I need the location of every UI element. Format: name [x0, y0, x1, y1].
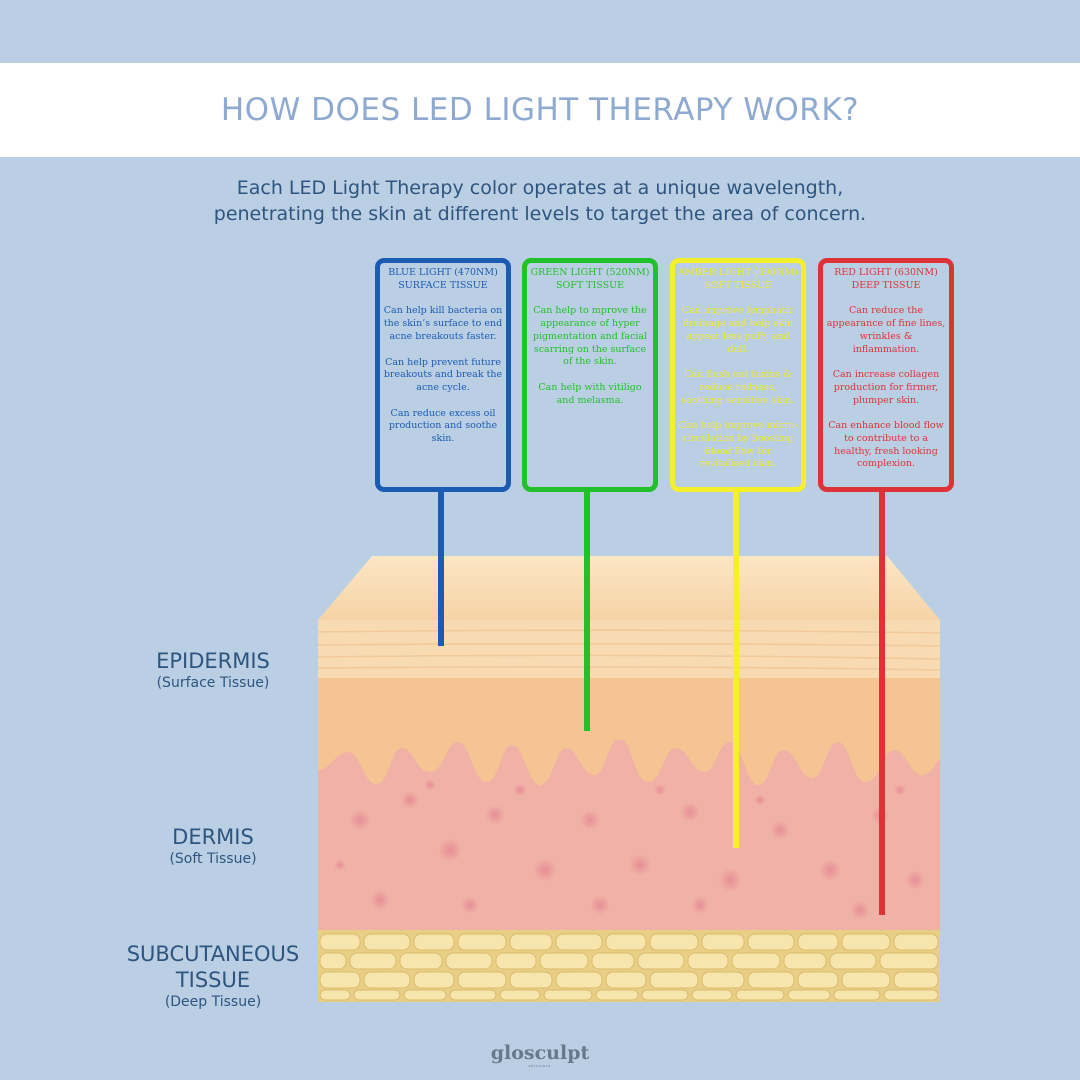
- brand-logo: glosculpt: [490, 1042, 590, 1064]
- subcutaneous-note: (Deep Tissue): [164, 994, 262, 1010]
- card-title: RED LIGHT (630NM): [834, 267, 938, 278]
- skin-top-surface: [318, 556, 940, 620]
- red-light-card: RED LIGHT (630NM) DEEP TISSUE Can reduce…: [818, 258, 954, 492]
- red-connector-line: [879, 488, 885, 915]
- intro-line-2: penetrating the skin at different levels…: [213, 203, 867, 225]
- dermal-junction: [318, 738, 940, 785]
- card-benefit: Can help to mprove the appearance of hyp…: [532, 305, 648, 368]
- epidermis-note: (Surface Tissue): [156, 675, 270, 691]
- subcutaneous-name-line-2: TISSUE: [175, 968, 251, 992]
- blue-connector-line: [438, 488, 444, 646]
- card-benefit: Can improve lymphatic drainage and help …: [682, 305, 794, 355]
- card-benefit: Can help prevent future breakouts and br…: [383, 356, 503, 393]
- amber-light-card: AMBER LIGHT (590NM) SOFT TISSUE Can impr…: [670, 258, 806, 492]
- card-benefit: Can help with vitiligo and melasma.: [538, 381, 642, 406]
- dermis-name: DERMIS: [172, 825, 254, 849]
- epidermis-name: EPIDERMIS: [156, 649, 270, 673]
- card-title: AMBER LIGHT (590NM): [678, 267, 798, 278]
- card-title: GREEN LIGHT (520NM): [530, 267, 650, 278]
- card-subtitle: SOFT TISSUE: [703, 279, 773, 291]
- card-benefit: Can enhance blood flow to contribute to …: [828, 420, 944, 470]
- green-light-card: GREEN LIGHT (520NM) SOFT TISSUE Can help…: [522, 258, 658, 492]
- blue-light-card: BLUE LIGHT (470NM) SURFACE TISSUE Can he…: [375, 258, 511, 492]
- title-band: HOW DOES LED LIGHT THERAPY WORK?: [0, 63, 1080, 157]
- subcutaneous-label: SUBCUTANEOUS TISSUE (Deep Tissue): [103, 941, 323, 1011]
- card-subtitle: DEEP TISSUE: [851, 279, 921, 291]
- intro-text: Each LED Light Therapy color operates at…: [0, 175, 1080, 227]
- dermis-spots: [334, 779, 925, 920]
- card-title: BLUE LIGHT (470NM): [388, 267, 498, 278]
- dermis-layer: [318, 740, 940, 935]
- card-subtitle: SOFT TISSUE: [555, 279, 625, 291]
- dermis-note: (Soft Tissue): [169, 851, 257, 867]
- dermis-label: DERMIS (Soft Tissue): [113, 824, 313, 868]
- page-title: HOW DOES LED LIGHT THERAPY WORK?: [220, 92, 860, 128]
- epidermis-label: EPIDERMIS (Surface Tissue): [113, 648, 313, 692]
- subcutaneous-name-line-1: SUBCUTANEOUS: [126, 942, 300, 966]
- intro-line-1: Each LED Light Therapy color operates at…: [236, 177, 844, 199]
- card-benefit: Can help kill bacteria on the skin’s sur…: [383, 305, 503, 342]
- card-benefit: Can help improve micro-circulation by bo…: [678, 420, 798, 470]
- card-benefit: Can reduce the appearance of fine lines,…: [826, 305, 946, 355]
- card-benefit: Can flush out toxins & reduce redness, s…: [681, 369, 795, 406]
- card-benefit: Can reduce excess oil production and soo…: [388, 407, 498, 445]
- green-connector-line: [584, 488, 590, 731]
- fat-cells: [319, 933, 939, 1001]
- amber-connector-line: [733, 488, 739, 848]
- brand-tagline: skincare: [528, 1063, 552, 1068]
- card-subtitle: SURFACE TISSUE: [398, 279, 488, 291]
- card-benefit: Can increase collagen production for fir…: [832, 369, 940, 406]
